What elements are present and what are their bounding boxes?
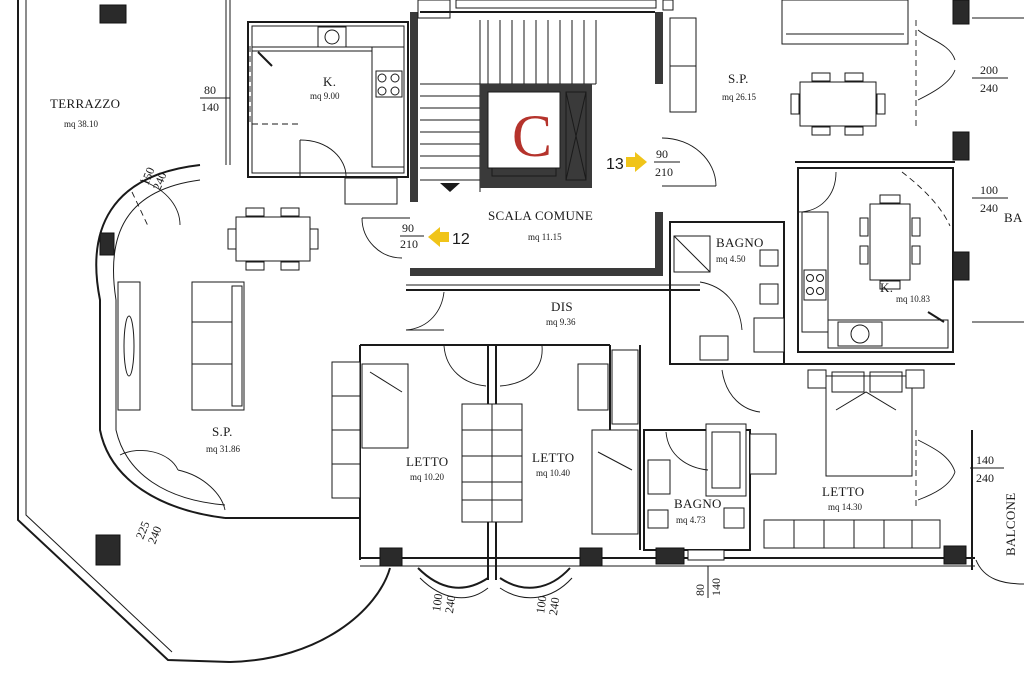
lift-letter: C bbox=[512, 103, 552, 169]
stairs-area: mq 11.15 bbox=[528, 232, 562, 242]
letto-2: 100 240 LETTO mq 10.40 bbox=[499, 345, 641, 616]
letto-1: 100 240 LETTO mq 10.20 bbox=[331, 345, 523, 614]
dim-curved-top-b: 240 bbox=[150, 170, 170, 192]
entrance-12-number: 12 bbox=[452, 231, 470, 248]
top-structure bbox=[417, 0, 697, 113]
letto2-name: LETTO bbox=[532, 450, 574, 465]
dim-letto1-b: 240 bbox=[442, 594, 458, 614]
washer-icon bbox=[837, 321, 883, 347]
pillar bbox=[943, 545, 967, 565]
dim-terrazzo-bottom: 140 bbox=[201, 100, 219, 114]
dis-area: mq 9.36 bbox=[546, 317, 576, 327]
dim-right-bottom-b: 240 bbox=[976, 471, 994, 485]
living-left-area: mq 31.86 bbox=[206, 444, 241, 454]
entrance-13-arrow-icon[interactable] bbox=[626, 152, 647, 172]
pillar bbox=[952, 0, 970, 25]
pillar bbox=[952, 131, 970, 161]
entrance-13-dim-top: 90 bbox=[656, 147, 668, 161]
entrance-12-dim-bottom: 210 bbox=[400, 237, 418, 251]
dining-table-icon bbox=[799, 81, 877, 127]
terrazzo-name: TERRAZZO bbox=[50, 96, 120, 111]
bath-top: BAGNO mq 4.50 bbox=[669, 221, 785, 365]
balcone: BALCONE bbox=[971, 430, 1024, 585]
pillar bbox=[99, 232, 115, 256]
kitchen-right-area: mq 10.83 bbox=[896, 294, 931, 304]
living-left: 150 240 225 240 S.P. mq 31.86 bbox=[95, 164, 361, 560]
letto-3: LETTO mq 14.30 140 240 bbox=[721, 363, 1004, 565]
kitchen-left: K. mq 9.00 bbox=[247, 21, 409, 205]
balcone-name: BALCONE bbox=[1003, 493, 1018, 557]
toilet-icon bbox=[759, 283, 779, 305]
bath-top-name: BAGNO bbox=[716, 235, 764, 250]
pillar bbox=[579, 547, 603, 567]
kitchen-right: K. mq 10.83 100 240 BA bbox=[797, 167, 1024, 353]
dim-terrazzo-top: 80 bbox=[204, 83, 216, 97]
dim-right-top-a: 200 bbox=[980, 63, 998, 77]
shower-icon bbox=[705, 423, 747, 497]
entrance-13-number: 13 bbox=[606, 156, 624, 173]
dining-table-icon bbox=[235, 216, 311, 262]
dim-curved-top-a: 150 bbox=[138, 165, 158, 187]
pillar bbox=[95, 534, 121, 566]
dim-right-top-b: 240 bbox=[980, 81, 998, 95]
bath-top-area: mq 4.50 bbox=[716, 254, 746, 264]
bathtub-icon bbox=[753, 317, 785, 353]
terrazzo-area-label: mq 38.10 bbox=[64, 119, 99, 129]
lift-cabin bbox=[487, 91, 561, 169]
letto2-area: mq 10.40 bbox=[536, 468, 571, 478]
entrance-12-arrow-icon[interactable] bbox=[428, 227, 449, 247]
bed-icon bbox=[361, 363, 409, 449]
bed-icon bbox=[591, 429, 639, 535]
bath-bottom-name: BAGNO bbox=[674, 496, 722, 511]
dis-corridor: DIS mq 9.36 bbox=[360, 284, 800, 365]
sink-icon bbox=[647, 459, 671, 495]
letto3-name: LETTO bbox=[822, 484, 864, 499]
bath-bottom-area: mq 4.73 bbox=[676, 515, 706, 525]
living-right-area: mq 26.15 bbox=[722, 92, 757, 102]
kitchen-left-name: K. bbox=[323, 74, 336, 89]
living-left-name: S.P. bbox=[212, 424, 233, 439]
dim-letto2-b: 240 bbox=[546, 596, 562, 616]
terrazzo-area: TERRAZZO mq 38.10 80 140 bbox=[50, 4, 230, 566]
dining-table-icon bbox=[869, 203, 911, 281]
letto1-area: mq 10.20 bbox=[410, 472, 445, 482]
pillar bbox=[952, 251, 970, 281]
dim-right-mid-a: 100 bbox=[980, 183, 998, 197]
bath-bottom: BAGNO mq 4.73 80 140 bbox=[643, 423, 777, 598]
dim-bath-a: 80 bbox=[693, 584, 707, 596]
entrance-13-dim-bottom: 210 bbox=[655, 165, 673, 179]
bidet-icon bbox=[647, 509, 669, 529]
dim-curved-bottom-a: 225 bbox=[133, 519, 153, 541]
wardrobe-icon bbox=[763, 519, 941, 549]
dim-right-bottom-a: 140 bbox=[976, 453, 994, 467]
dis-name: DIS bbox=[551, 299, 573, 314]
toilet-icon bbox=[723, 507, 745, 529]
kitchen-left-area: mq 9.00 bbox=[310, 91, 340, 101]
letto3-area: mq 14.30 bbox=[828, 502, 863, 512]
dim-right-mid-b: 240 bbox=[980, 201, 998, 215]
stove-icon bbox=[803, 269, 827, 301]
pillar bbox=[379, 547, 403, 567]
washer-icon bbox=[317, 26, 347, 48]
kitchen-right-name: K. bbox=[880, 280, 893, 295]
sofa-icon bbox=[191, 281, 245, 411]
stairwell: C SCALA COMUNE mq 11.15 90 210 12 13 90 … bbox=[361, 11, 717, 276]
sink-icon bbox=[759, 249, 779, 267]
edge-ba-label: BA bbox=[1004, 210, 1023, 225]
living-right: S.P. mq 26.15 200 240 bbox=[722, 0, 1024, 163]
sofa-icon bbox=[781, 0, 909, 45]
bed-icon bbox=[825, 375, 913, 477]
dim-curved-bottom-b: 240 bbox=[145, 524, 165, 546]
dim-letto1-a: 100 bbox=[429, 593, 445, 613]
dim-letto2-a: 100 bbox=[533, 595, 549, 615]
entrance-12-dim-top: 90 bbox=[402, 221, 414, 235]
stairs-name: SCALA COMUNE bbox=[488, 208, 593, 223]
pillar bbox=[655, 547, 685, 565]
letto1-name: LETTO bbox=[406, 454, 448, 469]
living-right-name: S.P. bbox=[728, 71, 749, 86]
pillar bbox=[99, 4, 127, 24]
dim-bath-b: 140 bbox=[709, 578, 723, 596]
